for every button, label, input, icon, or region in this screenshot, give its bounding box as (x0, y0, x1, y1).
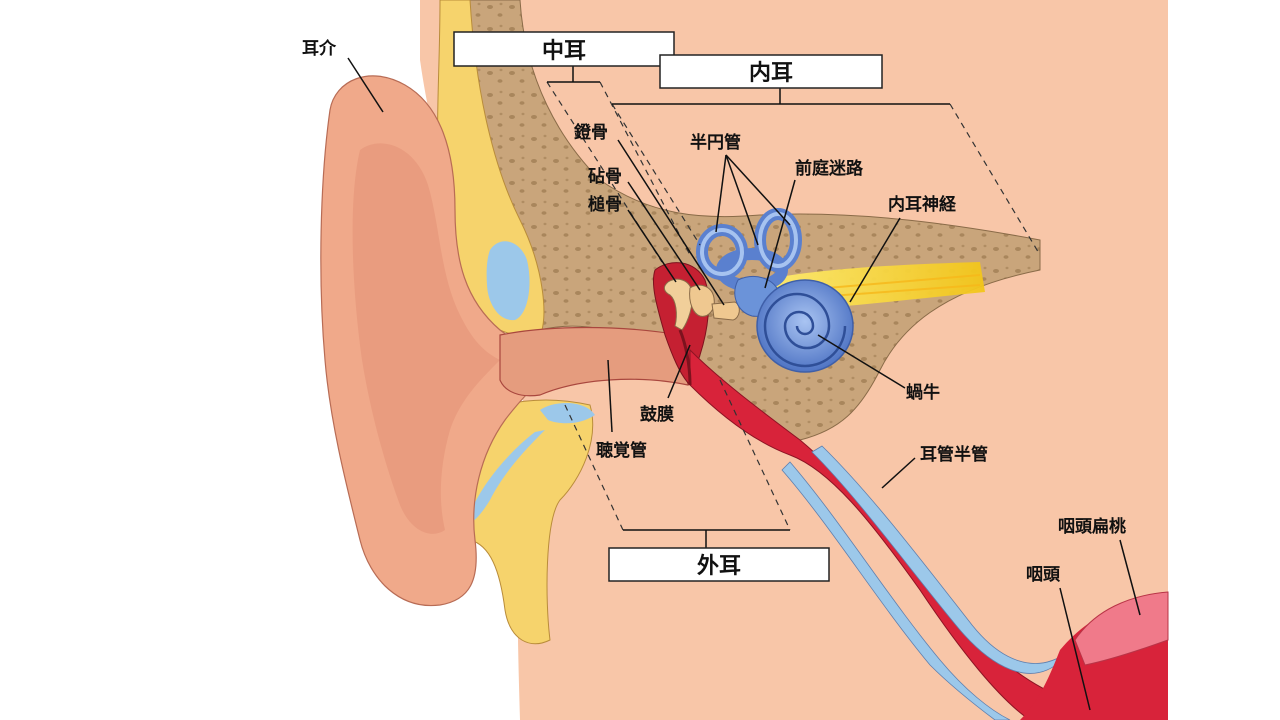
inner-ear-label: 内耳 (749, 61, 793, 86)
malleus-label: 槌骨 (588, 194, 622, 215)
tonsil-leader (1119, 539, 1141, 616)
inner-ear-box (659, 54, 883, 89)
cochlea-shape (756, 279, 854, 373)
eustachian-label: 耳管半管 (920, 444, 988, 465)
outer-ear-label: 外耳 (697, 553, 741, 579)
semicircular-leader-a (715, 154, 727, 233)
ear-canal-label: 聴覚管 (596, 440, 647, 461)
vestibule-label: 前庭迷路 (795, 158, 864, 179)
auricle-leader (347, 57, 384, 113)
stapes-label: 鐙骨 (574, 122, 608, 143)
stapes-leader (617, 139, 725, 306)
auricle-inner (352, 143, 500, 534)
cartilage-blue-upper (486, 241, 530, 321)
cochlea-label: 蝸牛 (906, 382, 940, 403)
eustachian-tube-lining-lower (781, 461, 1011, 720)
pharynx-leader (1059, 587, 1091, 711)
nerve-leader (849, 217, 901, 303)
outer-ear-dash-left (564, 404, 624, 531)
malleus-shape (663, 278, 693, 331)
ear-canal-shape (499, 326, 689, 397)
eardrum-shape (678, 329, 692, 386)
semicircular-label: 半円管 (690, 132, 741, 153)
cartilage-blue-lower (467, 403, 595, 524)
pharyngeal-tonsil-shape (1074, 591, 1169, 666)
semicircular-leader-c (725, 154, 791, 226)
middle-ear-box (453, 31, 675, 67)
auricle-label: 耳介 (302, 38, 337, 59)
inner-ear-dash-right (949, 103, 1041, 256)
eustachian-tube-shape (689, 348, 1071, 720)
vestibule-leader (764, 179, 796, 289)
incus-shape (689, 284, 715, 317)
tonsil-label: 咽頭扁桃 (1058, 516, 1126, 537)
eustachian-leader (881, 457, 916, 489)
incus-leader (627, 181, 701, 291)
inner-ear-dash-left (611, 103, 701, 246)
stapes-shape (711, 301, 740, 321)
inner-ear-nerve-label: 内耳神経 (888, 194, 957, 215)
malleus-leader (627, 209, 677, 283)
canal-leader (607, 359, 613, 433)
eardrum-leader (667, 344, 691, 399)
pharynx-label: 咽頭 (1026, 565, 1061, 585)
semicircular-leader-b (725, 154, 759, 246)
outer-ear-box (608, 547, 830, 582)
eardrum-label: 鼓膜 (640, 404, 674, 425)
middle-ear-label: 中耳 (542, 39, 586, 64)
outer-ear-dash-right (719, 379, 791, 531)
incus-label: 砧骨 (588, 166, 622, 187)
cochlea-leader (817, 334, 906, 389)
